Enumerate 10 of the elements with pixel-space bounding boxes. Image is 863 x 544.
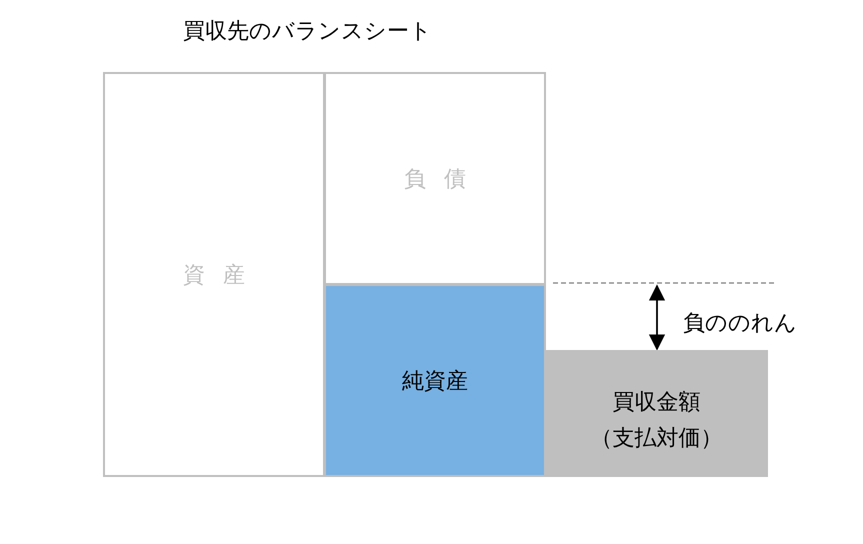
chart-title: 買収先のバランスシート bbox=[183, 18, 432, 46]
box-label: 資産 bbox=[183, 262, 262, 290]
net-assets-box bbox=[324, 284, 546, 477]
asset-box bbox=[103, 72, 325, 477]
box-label: 買収金額（支払対価） bbox=[590, 389, 724, 452]
dimension-label: 負ののれん bbox=[683, 310, 797, 338]
box-label: 純資産 bbox=[402, 368, 468, 396]
liability-box bbox=[324, 72, 546, 285]
purchase-price-box bbox=[545, 350, 768, 477]
box-label: 負債 bbox=[404, 166, 484, 194]
